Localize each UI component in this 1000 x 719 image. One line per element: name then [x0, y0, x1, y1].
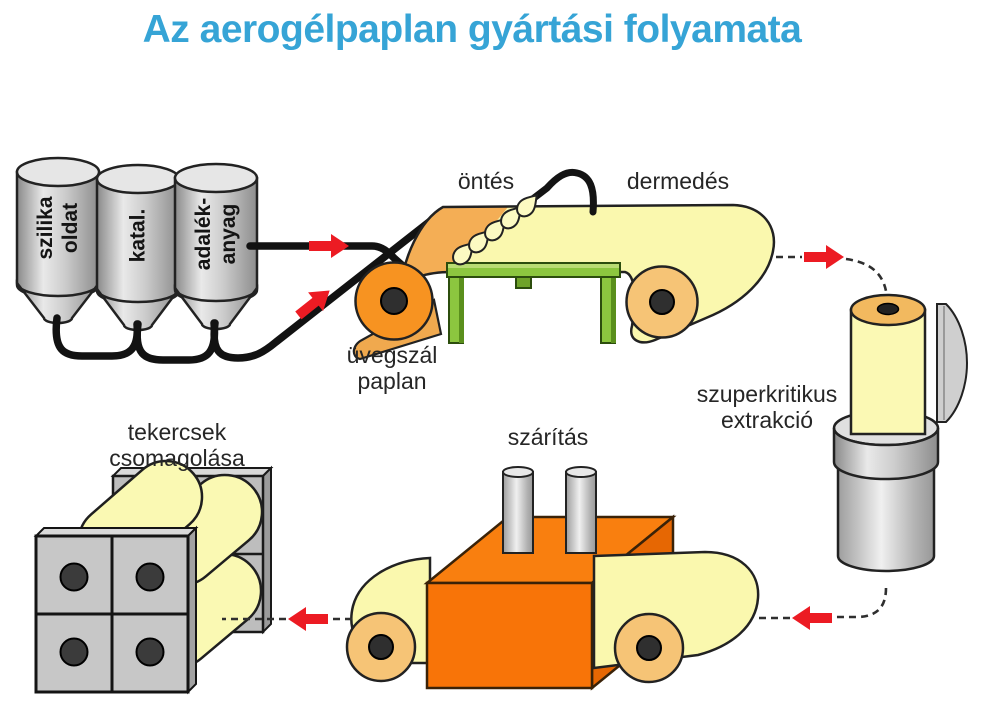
dryer-chimneys	[502, 466, 597, 554]
step-label-uvegszal-paplan: üvegszál paplan	[347, 342, 438, 394]
label-line: csomagolása	[109, 445, 245, 471]
flow-arrow-feed-top	[309, 234, 349, 258]
label-line: tekercsek	[127, 419, 227, 445]
silo-label-line: szilika	[34, 196, 57, 260]
extraction-roll	[849, 308, 927, 436]
pour-tube	[453, 168, 597, 261]
flow-arrow-to-packaging	[288, 607, 328, 631]
label-line: extrakció	[720, 407, 814, 433]
dryer-machine	[345, 466, 760, 691]
flow-dash-to-extraction	[776, 255, 889, 301]
step-label-szuperkritikus-extrakcio: szuperkritikus extrakció	[697, 381, 838, 433]
extraction-machine	[832, 293, 969, 573]
flow-arrow-to-dryer	[792, 606, 832, 630]
silo-label-katalizator: katal.	[126, 156, 151, 316]
step-label-ontes: öntés	[457, 168, 515, 194]
silo-szilika-oldat	[15, 156, 101, 325]
diagram-title: Az aerogélpaplan gyártási folyamata	[142, 8, 802, 51]
roll-packaging	[33, 459, 274, 695]
label-line: paplan	[357, 368, 427, 394]
silo-label-line: oldat	[59, 202, 82, 254]
extraction-lid	[936, 303, 969, 423]
extraction-vessel	[836, 463, 936, 573]
silo-label-adalekanyag: adalék- anyag	[191, 154, 241, 314]
label-line: szuperkritikus	[696, 381, 838, 407]
step-label-dermedes: dermedés	[626, 168, 730, 194]
silo-adalekanyag	[173, 162, 259, 331]
flow-dash-to-dryer	[758, 587, 888, 620]
flow-arrow-to-extraction	[804, 245, 844, 269]
feed-pipes	[52, 211, 442, 364]
silo-label-line: anyag	[217, 203, 240, 265]
silo-label-szilika-oldat: szilika oldat	[33, 148, 83, 308]
label-line: üvegszál	[346, 342, 438, 368]
silo-label-line: katal.	[126, 208, 150, 263]
step-label-szaritas: szárítás	[507, 424, 589, 450]
silo-label-line: adalék-	[192, 197, 215, 271]
conveyor-table	[446, 262, 621, 344]
step-label-tekercsek-csomagolasa: tekercsek csomagolása	[109, 419, 245, 471]
